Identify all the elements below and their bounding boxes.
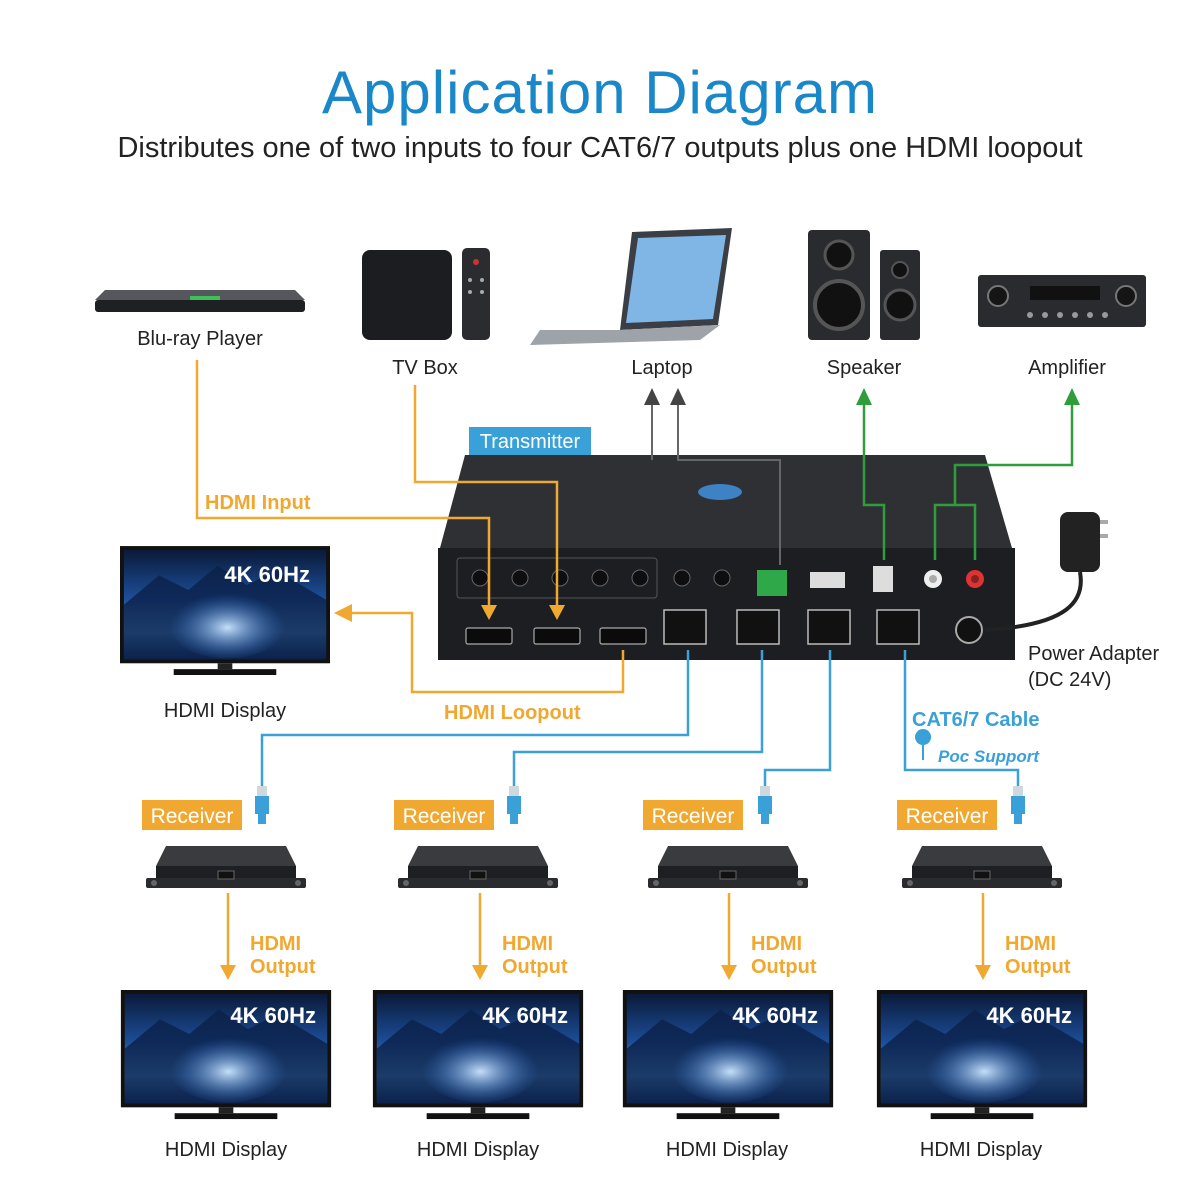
arrow-down-icon — [721, 965, 737, 980]
speaker-label: Speaker — [827, 357, 902, 379]
hdmi-output-label: Output — [1005, 956, 1071, 978]
location-pin-icon — [915, 729, 932, 760]
audio-lines — [862, 400, 1074, 560]
laptop-lines — [651, 400, 781, 565]
tv-box-device: TV Box — [362, 248, 490, 379]
display-badge: 4K 60Hz — [482, 1003, 568, 1028]
display-badge: 4K 60Hz — [986, 1003, 1072, 1028]
bluray-player-label: Blu-ray Player — [137, 328, 263, 350]
receiver-column-3: Receiver HDMI Output 4K 60Hz HDMI Displa… — [622, 786, 834, 1161]
display-badge: 4K 60Hz — [732, 1003, 818, 1028]
hdmi-input-lines — [195, 360, 559, 612]
receiver-label: Receiver — [403, 805, 486, 828]
diagram-title: Application Diagram — [322, 59, 878, 126]
display-badge: 4K 60Hz — [230, 1003, 316, 1028]
arrow-loopout — [334, 604, 352, 622]
poc-support-label: Poc Support — [938, 747, 1040, 766]
receiver-box — [902, 845, 1062, 889]
arrow-hdmi-in2 — [549, 605, 565, 620]
receiver-column-4: Receiver HDMI Output 4K 60Hz HDMI Displa… — [876, 786, 1088, 1161]
arrow-laptop1 — [644, 388, 660, 405]
hdmi-loopout-label: HDMI Loopout — [444, 702, 581, 724]
receiver-label: Receiver — [906, 805, 989, 828]
hdmi-output-label: HDMI — [250, 933, 301, 955]
rj45-plug-icon — [758, 786, 772, 824]
speaker-device: Speaker — [808, 230, 920, 379]
receiver-column-1: Receiver HDMI Output 4K 60Hz HDMI Displa… — [120, 786, 332, 1161]
transmitter-label: Transmitter — [480, 431, 581, 453]
transmitter-badge — [469, 427, 591, 455]
amplifier-label: Amplifier — [1028, 357, 1106, 379]
hdmi-output-label: HDMI — [751, 933, 802, 955]
loopout-display-badge: 4K 60Hz — [224, 562, 310, 587]
receiver-box — [648, 845, 808, 889]
display-label: HDMI Display — [417, 1139, 539, 1161]
arrow-down-icon — [975, 965, 991, 980]
hdmi-output-label: HDMI — [502, 933, 553, 955]
hdmi-input-label: HDMI Input — [205, 492, 311, 514]
diagram-subtitle: Distributes one of two inputs to four CA… — [117, 132, 1083, 164]
power-adapter-label: Power Adapter — [1028, 643, 1160, 665]
receiver-column-2: Receiver HDMI Output 4K 60Hz HDMI Displa… — [372, 786, 584, 1161]
arrow-hdmi-in1 — [481, 605, 497, 620]
laptop-device: Laptop — [530, 228, 732, 379]
power-adapter: Power Adapter (DC 24V) — [984, 512, 1160, 691]
loopout-display-label: HDMI Display — [164, 700, 286, 722]
hdmi-output-label: Output — [751, 956, 817, 978]
amplifier-device: Amplifier — [978, 275, 1146, 379]
display-label: HDMI Display — [666, 1139, 788, 1161]
receiver-badge — [394, 800, 494, 830]
transmitter-unit: Transmitter — [438, 427, 1015, 660]
arrow-down-icon — [220, 965, 236, 980]
display-label: HDMI Display — [920, 1139, 1042, 1161]
arrow-down-icon — [472, 965, 488, 980]
arrow-amplifier — [1064, 388, 1080, 405]
receiver-label: Receiver — [652, 805, 735, 828]
arrow-speaker — [856, 388, 872, 405]
hdmi-output-label: Output — [250, 956, 316, 978]
hdmi-output-label: HDMI — [1005, 933, 1056, 955]
hdmi-output-label: Output — [502, 956, 568, 978]
receiver-badge — [897, 800, 997, 830]
tv-box-label: TV Box — [392, 357, 458, 379]
receiver-badge — [142, 800, 242, 830]
cat-cable-label: CAT6/7 Cable — [912, 709, 1039, 731]
power-adapter-spec: (DC 24V) — [1028, 669, 1111, 691]
cat-cables — [260, 650, 1020, 790]
receiver-badge — [643, 800, 743, 830]
bluray-player-device: Blu-ray Player — [95, 290, 305, 350]
loopout-display: 4K 60Hz HDMI Display — [120, 546, 330, 722]
hdmi-loopout-line — [350, 611, 625, 694]
arrow-laptop2 — [670, 388, 686, 405]
receiver-box — [398, 845, 558, 889]
laptop-label: Laptop — [631, 357, 692, 379]
rj45-plug-icon — [1011, 786, 1025, 824]
receiver-label: Receiver — [151, 805, 234, 828]
receiver-box — [146, 845, 306, 889]
rj45-plug-icon — [255, 786, 269, 824]
display-label: HDMI Display — [165, 1139, 287, 1161]
rj45-plug-icon — [507, 786, 521, 824]
